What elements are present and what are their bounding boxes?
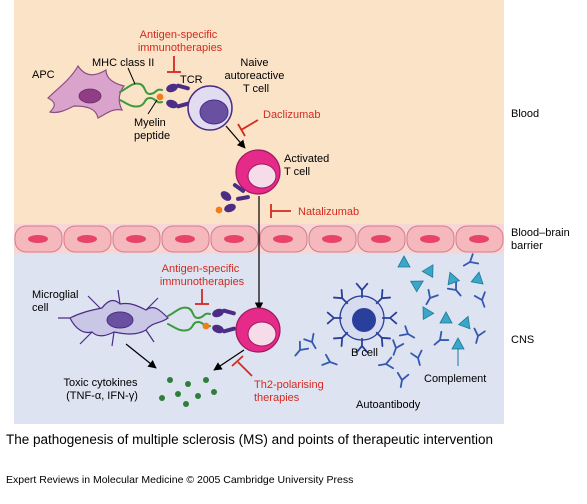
autoantibody [303, 332, 317, 350]
naive-t-cell [187, 85, 233, 131]
inhibit-daclizumab [237, 119, 259, 137]
activation-arrow [225, 125, 246, 149]
endothelial-cell [112, 225, 161, 253]
therapy-th2-polarising: Th2-polarising therapies [254, 379, 327, 404]
endothelial-cell [308, 225, 357, 253]
complement-proteins [397, 255, 484, 350]
autoantibody [433, 330, 450, 346]
autoantibody [392, 339, 405, 356]
label-b-cell: B cell [351, 347, 378, 359]
myelin-peptide [156, 93, 164, 101]
myelin-peptide-cns [202, 322, 210, 330]
endothelial-cell [210, 225, 259, 253]
apc-nucleus [78, 88, 102, 104]
inhibit-th2 [231, 355, 253, 377]
autoantibodies [294, 253, 486, 388]
figure-credit: Expert Reviews in Molecular Medicine © 2… [6, 474, 354, 486]
b-cell-receptors [326, 282, 398, 354]
apc-cell [46, 64, 126, 119]
complement-protein [422, 306, 435, 321]
autoantibody [446, 280, 462, 297]
endothelial-cell [63, 225, 112, 253]
complement-protein [457, 315, 471, 330]
autoantibody [378, 356, 395, 370]
endothelial-cell [357, 225, 406, 253]
figure-caption: The pathogenesis of multiple sclerosis (… [6, 432, 494, 447]
label-microglial-cell: Microglial cell [32, 289, 82, 314]
autoantibody [321, 353, 338, 366]
complement-protein [439, 311, 453, 324]
b-cell-receptor [375, 289, 391, 305]
label-mhc: MHC class II [92, 57, 154, 69]
label-autoantibody: Autoantibody [356, 399, 421, 411]
microglial-nucleus [106, 311, 134, 329]
endothelial-cell [161, 225, 210, 253]
region-label-cns: CNS [511, 334, 534, 346]
b-cell-receptor [381, 311, 398, 325]
tcr-receptor-cns [212, 308, 236, 334]
b-cell-receptor [355, 282, 369, 299]
arrow-tcell-cytokines [213, 349, 245, 371]
tcr-receptor [166, 83, 190, 109]
therapy-daclizumab: Daclizumab [263, 109, 320, 121]
mhc-pointer [127, 67, 136, 85]
label-complement: Complement [424, 373, 486, 385]
autoantibody [473, 291, 486, 308]
therapy-natalizumab: Natalizumab [298, 206, 359, 218]
complement-protein [421, 264, 434, 279]
b-cell-receptor [375, 331, 391, 347]
autoantibody [294, 340, 310, 357]
autoantibody [398, 325, 416, 339]
endothelial-cell [14, 225, 63, 253]
autoantibody [396, 371, 410, 388]
label-toxic-cytokines: Toxic cytokines (TNF-α, IFN-γ) [63, 377, 140, 402]
label-myelin-peptide: Myelin peptide [134, 117, 170, 142]
endothelial-cell [259, 225, 308, 253]
activated-receptor [220, 183, 250, 213]
arrow-microglia-cytokines [125, 343, 157, 369]
cns-activated-t-cell [235, 307, 281, 353]
autoantibody [410, 349, 423, 366]
label-tcr: TCR [180, 74, 203, 86]
region-label-bbb: Blood–brain barrier [511, 227, 573, 252]
b-cell-receptor [355, 337, 369, 354]
complement-protein [447, 271, 461, 286]
therapy-antigen-specific-top: Antigen-specific immunotherapies [138, 29, 223, 54]
microglial-cell [58, 289, 169, 347]
label-activated-t-cell: Activated T cell [284, 153, 332, 178]
label-naive-t-cell: Naive autoreactive T cell [225, 57, 288, 95]
endothelial-cell-layer [14, 225, 504, 253]
autoantibody [425, 288, 439, 306]
complement-protein [409, 280, 424, 293]
b-cell-receptor [333, 331, 349, 347]
autoantibody [462, 253, 480, 267]
endothelial-cell [455, 225, 504, 253]
cytokine-dots [159, 377, 217, 407]
inhibit-natalizumab [270, 204, 291, 218]
endothelial-cell [406, 225, 455, 253]
activated-t-cell [235, 149, 281, 195]
b-cell-receptor [326, 311, 343, 325]
label-apc: APC [32, 69, 55, 81]
autoantibody [473, 327, 486, 344]
inhibit-antigen-specific-cns [195, 289, 209, 305]
activated-peptide [215, 206, 223, 214]
region-label-blood: Blood [511, 108, 539, 120]
myelin-pointer [147, 99, 158, 115]
complement-protein [397, 255, 411, 268]
therapy-antigen-specific-cns: Antigen-specific immunotherapies [160, 263, 245, 288]
complement-protein [470, 271, 484, 285]
b-cell-receptor [333, 289, 349, 305]
inhibit-antigen-specific-top [167, 56, 181, 73]
